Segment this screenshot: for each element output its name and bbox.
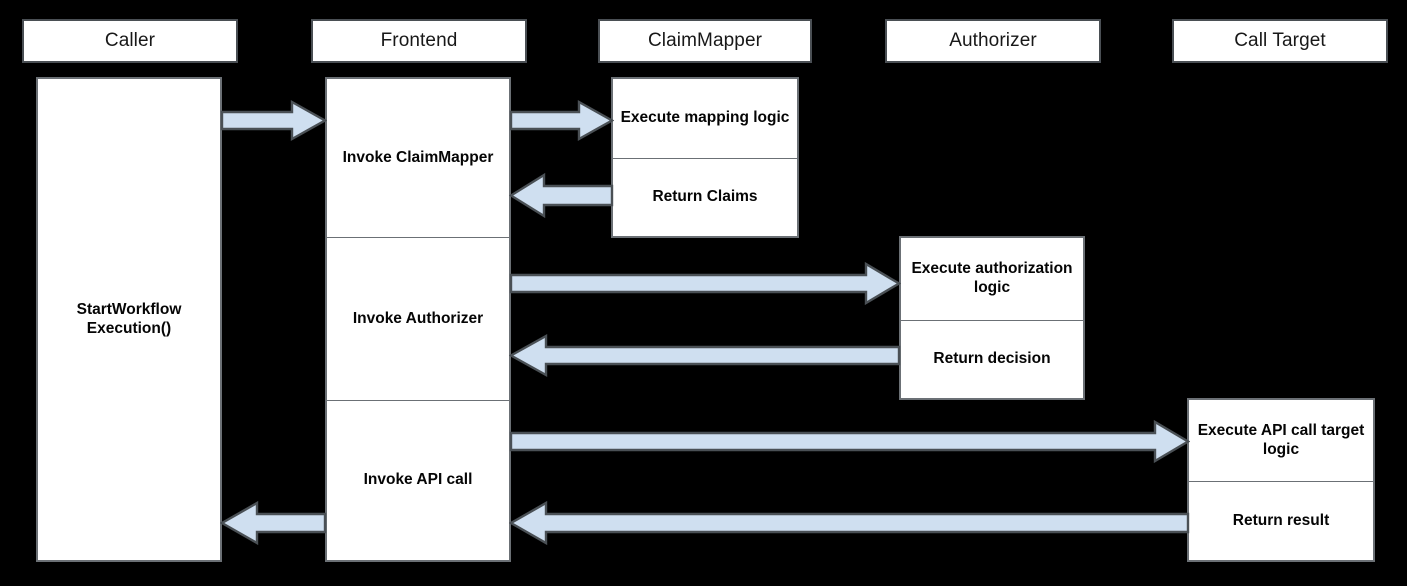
- segment-execute-mapping-logic: Execute mapping logic: [613, 79, 797, 159]
- arrow-calltarget-to-frontend: [509, 500, 1190, 546]
- participant-label-frontend: Frontend: [380, 30, 458, 52]
- lifeline-authorizer: Execute authorization logic Return decis…: [899, 236, 1085, 400]
- participant-header-caller: Caller: [22, 19, 238, 63]
- segment-return-result: Return result: [1232, 511, 1330, 529]
- arrow-frontend-to-calltarget: [509, 419, 1190, 464]
- lifeline-frontend: Invoke ClaimMapper Invoke Authorizer Inv…: [325, 77, 511, 562]
- segment-invoke-authorizer: Invoke Authorizer: [327, 238, 509, 401]
- participant-header-calltarget: Call Target: [1172, 19, 1388, 63]
- arrow-caller-to-frontend: [220, 99, 327, 142]
- segment-execute-api-call-target-logic: Execute API call target logic: [1189, 400, 1373, 482]
- participant-header-frontend: Frontend: [311, 19, 527, 63]
- segment-execute-authorization-logic: Execute authorization logic: [901, 238, 1083, 321]
- segment-invoke-api-call: Invoke API call: [363, 471, 473, 489]
- lifeline-caller: StartWorkflow Execution(): [36, 77, 222, 562]
- participant-label-calltarget: Call Target: [1234, 30, 1326, 52]
- participant-header-claimmapper: ClaimMapper: [598, 19, 812, 63]
- participant-header-authorizer: Authorizer: [885, 19, 1101, 63]
- segment-start-workflow-execution: StartWorkflow Execution(): [76, 300, 182, 337]
- arrow-frontend-to-caller: [220, 500, 327, 546]
- participant-label-claimmapper: ClaimMapper: [647, 30, 763, 52]
- lifeline-claimmapper: Execute mapping logic Return Claims: [611, 77, 799, 238]
- segment-return-decision: Return decision: [933, 350, 1051, 368]
- participant-label-authorizer: Authorizer: [949, 30, 1037, 52]
- segment-invoke-claimmapper: Invoke ClaimMapper: [327, 79, 509, 238]
- arrow-frontend-to-claimmapper: [509, 99, 614, 142]
- arrow-claimmapper-to-frontend: [509, 172, 614, 219]
- lifeline-calltarget: Execute API call target logic Return res…: [1187, 398, 1375, 562]
- arrow-frontend-to-authorizer: [509, 261, 901, 306]
- participant-label-caller: Caller: [104, 30, 156, 52]
- segment-return-claims: Return Claims: [652, 188, 758, 206]
- arrow-authorizer-to-frontend: [509, 333, 901, 378]
